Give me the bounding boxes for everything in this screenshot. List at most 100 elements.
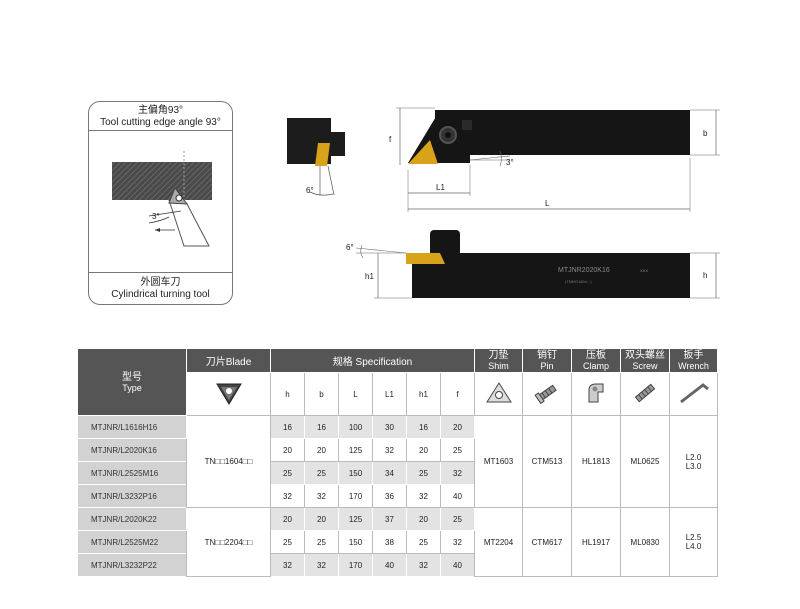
- cell-l: 150: [338, 530, 373, 554]
- cell-b: 20: [304, 507, 339, 531]
- spec-col-l: L: [338, 372, 373, 416]
- cell-l: 170: [338, 553, 373, 577]
- insert-side: [406, 253, 445, 264]
- type-cell: MTJNR/L1616H16: [77, 415, 187, 439]
- cutting-diagram: 3°: [112, 151, 212, 247]
- cell-f: 20: [440, 415, 475, 439]
- cell-h1: 20: [406, 438, 441, 462]
- blade-cell: TN□□2204□□: [186, 507, 271, 577]
- shim-icon: [474, 372, 523, 416]
- card-footer-en: Cylindrical turning tool: [111, 289, 210, 300]
- card-title-zh: 主偏角93°: [137, 105, 184, 116]
- dim-h: h: [703, 271, 707, 280]
- engraving-line2: (TNMG1604...): [565, 279, 592, 284]
- insert-main: [408, 140, 438, 164]
- angle-6-side: 6°: [346, 243, 354, 252]
- shim-cell: MT1603: [474, 415, 523, 508]
- cell-l: 125: [338, 507, 373, 531]
- cell-b: 25: [304, 530, 339, 554]
- cell-f: 25: [440, 438, 475, 462]
- cell-l: 125: [338, 438, 373, 462]
- type-cell: MTJNR/L3232P22: [77, 553, 187, 577]
- dim-b: b: [703, 129, 708, 138]
- blade-cell: TN□□1604□□: [186, 415, 271, 508]
- cell-l: 170: [338, 484, 373, 508]
- cell-l: 150: [338, 461, 373, 485]
- cell-b: 32: [304, 553, 339, 577]
- screw-icon: [620, 372, 670, 416]
- pin-cell: CTM513: [522, 415, 572, 508]
- cell-h: 16: [270, 415, 305, 439]
- spec-col-h: h: [270, 372, 305, 416]
- cell-l1: 38: [372, 530, 407, 554]
- cell-f: 32: [440, 461, 475, 485]
- insert-top: [315, 143, 330, 166]
- spec-col-l1: L1: [372, 372, 407, 416]
- dim-f: f: [389, 135, 392, 144]
- cell-b: 25: [304, 461, 339, 485]
- cell-l1: 37: [372, 507, 407, 531]
- type-cell: MTJNR/L2525M22: [77, 530, 187, 554]
- clamp-cell: HL1917: [571, 507, 621, 577]
- screw-cell: ML0625: [620, 415, 670, 508]
- type-header-en: Type: [122, 382, 142, 393]
- type-cell: MTJNR/L2020K22: [77, 507, 187, 531]
- type-cell: MTJNR/L2020K16: [77, 438, 187, 462]
- spec-header: 规格 Specification: [270, 348, 475, 373]
- type-cell: MTJNR/L3232P16: [77, 484, 187, 508]
- card-footer-zh: 外圆车刀: [140, 277, 181, 288]
- blade-header: 刀片Blade: [186, 348, 271, 373]
- dim-l: L: [545, 199, 550, 208]
- dim-h1: h1: [365, 272, 374, 281]
- cell-h1: 32: [406, 484, 441, 508]
- cell-h: 20: [270, 507, 305, 531]
- cell-l: 100: [338, 415, 373, 439]
- dim-l1: L1: [436, 183, 445, 192]
- holder-side-view: MTJNR2020K16 XXX (TNMG1604...) 6° h1 h: [346, 230, 720, 299]
- card-footer: 外圆车刀 Cylindrical turning tool: [89, 272, 232, 304]
- clamp-cell: HL1813: [571, 415, 621, 508]
- cell-l1: 32: [372, 438, 407, 462]
- top-view: 6°: [287, 118, 345, 196]
- cell-f: 40: [440, 484, 475, 508]
- spec-col-b: b: [304, 372, 339, 416]
- type-header-zh: 型号: [122, 371, 142, 383]
- cell-f: 40: [440, 553, 475, 577]
- cell-b: 32: [304, 484, 339, 508]
- cell-h: 25: [270, 461, 305, 485]
- workpiece: [112, 162, 212, 200]
- cell-f: 25: [440, 507, 475, 531]
- cell-l1: 40: [372, 553, 407, 577]
- pin-icon: [522, 372, 572, 416]
- engraving-small: XXX: [640, 268, 648, 273]
- spec-col-h1: h1: [406, 372, 441, 416]
- technical-drawing: 6° f b 3° L1 L M: [287, 107, 720, 299]
- cell-l1: 34: [372, 461, 407, 485]
- cell-h1: 25: [406, 461, 441, 485]
- cell-f: 32: [440, 530, 475, 554]
- angle-3: 3°: [506, 158, 514, 167]
- screw-cell: ML0830: [620, 507, 670, 577]
- spec-col-f: f: [440, 372, 475, 416]
- angle-6-top: 6°: [306, 186, 314, 195]
- cell-h: 32: [270, 553, 305, 577]
- cell-b: 20: [304, 438, 339, 462]
- cell-h: 25: [270, 530, 305, 554]
- cell-h1: 32: [406, 553, 441, 577]
- cell-h1: 16: [406, 415, 441, 439]
- card-title-en: Tool cutting edge angle 93°: [100, 117, 221, 128]
- cell-l1: 36: [372, 484, 407, 508]
- cell-l1: 30: [372, 415, 407, 439]
- card-header: 主偏角93° Tool cutting edge angle 93°: [89, 102, 232, 131]
- cell-h1: 20: [406, 507, 441, 531]
- type-cell: MTJNR/L2525M16: [77, 461, 187, 485]
- wrench-icon: [669, 372, 718, 416]
- cell-b: 16: [304, 415, 339, 439]
